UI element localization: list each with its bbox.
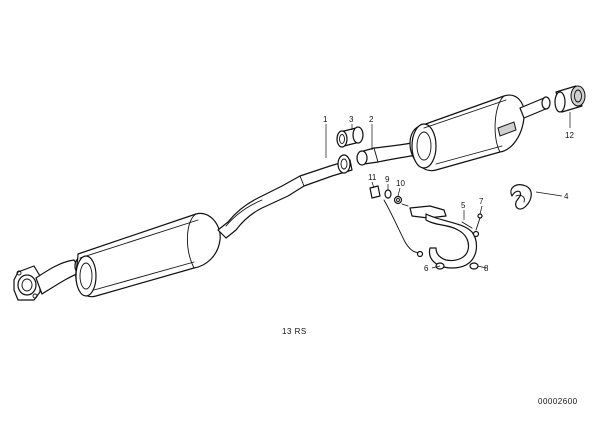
callout-9: 9	[385, 175, 390, 184]
tail-pipe-trim-part-12	[554, 85, 586, 113]
rear-silencer	[409, 94, 525, 172]
callout-5: 5	[461, 201, 466, 210]
callout-11: 11	[368, 173, 377, 182]
front-muffler	[75, 212, 221, 298]
callout-4: 4	[564, 192, 569, 201]
leader-lines	[325, 112, 571, 269]
diagram-caption: 13 RS	[282, 327, 307, 336]
strap-bracket	[383, 199, 483, 270]
rear-outlet-pipe	[519, 96, 551, 119]
callout-3: 3	[349, 115, 354, 124]
callout-12: 12	[565, 131, 574, 140]
front-flange	[13, 265, 41, 301]
rubber-mount-part-4	[510, 184, 532, 210]
callout-1: 1	[323, 115, 328, 124]
callout-6: 6	[424, 264, 429, 273]
callout-10: 10	[396, 179, 405, 188]
callout-2: 2	[369, 115, 374, 124]
callouts: 1 3 2 4 5 6 7 8 9 10 11 12	[323, 115, 574, 273]
callout-7: 7	[479, 197, 484, 206]
diagram-number: 00002600	[538, 397, 578, 406]
clamp-sleeve-part-3	[336, 126, 364, 148]
pipe-connector-ring	[337, 154, 351, 174]
callout-8: 8	[484, 264, 489, 273]
middle-pipe	[217, 159, 353, 239]
bolt-washer-nut	[369, 185, 409, 207]
